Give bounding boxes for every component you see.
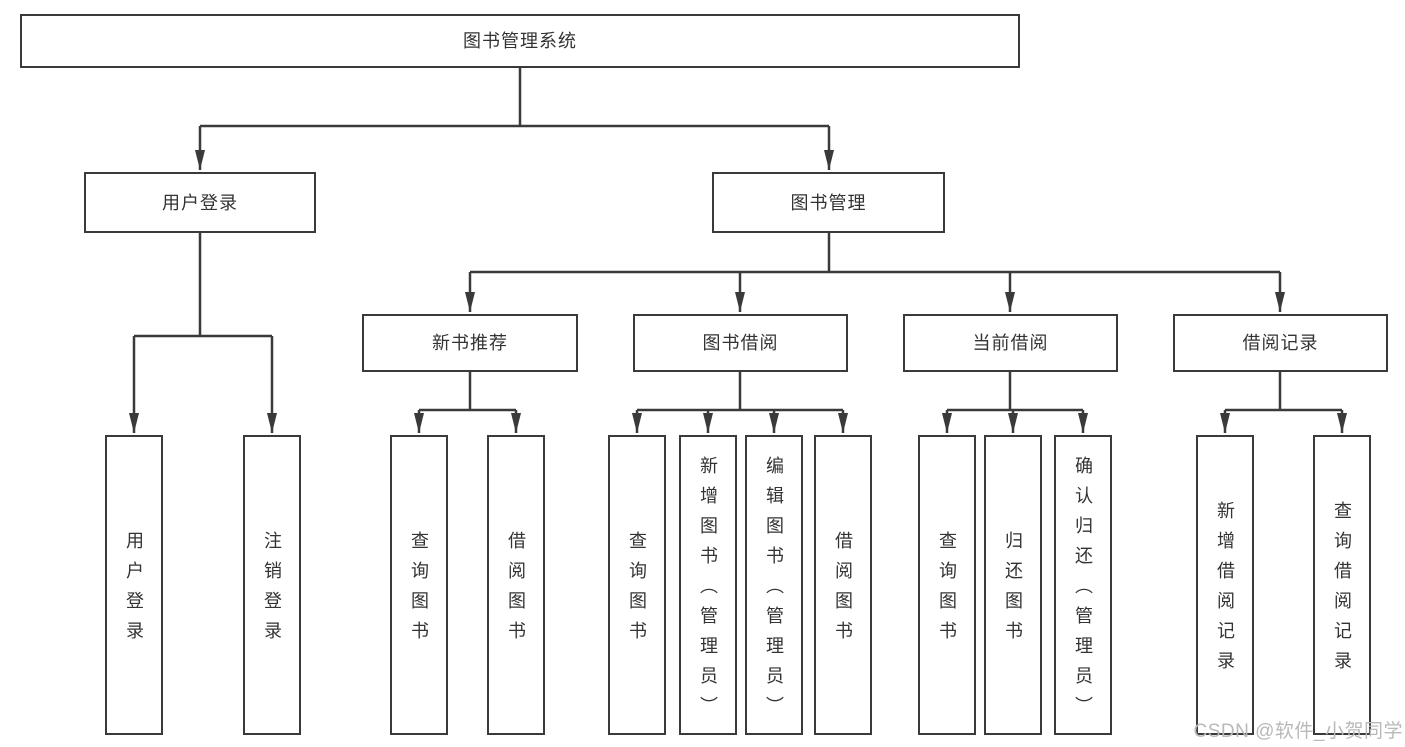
node-label: 查询图书 [937, 531, 957, 651]
node-label: 编辑图书（管理员） [764, 456, 784, 726]
node-library-management-system: 图书管理系统 [20, 14, 1020, 68]
node-label: 用户登录 [124, 531, 144, 651]
leaf-logout: 注销登录 [243, 435, 301, 735]
node-label: 查询借阅记录 [1332, 501, 1352, 681]
node-label: 注销登录 [262, 531, 282, 651]
leaf-query-books-current: 查询图书 [918, 435, 976, 735]
leaf-add-books-admin: 新增图书（管理员） [679, 435, 737, 735]
node-label: 借阅记录 [1242, 333, 1319, 353]
leaf-edit-books-admin: 编辑图书（管理员） [745, 435, 803, 735]
node-label: 用户登录 [162, 192, 238, 213]
node-label: 新增借阅记录 [1215, 501, 1235, 681]
node-new-book-recommendation: 新书推荐 [362, 314, 578, 372]
node-label: 图书管理 [790, 192, 867, 213]
node-book-management: 图书管理 [712, 172, 945, 233]
leaf-query-books-recommendation: 查询图书 [390, 435, 448, 735]
leaf-user-login: 用户登录 [105, 435, 163, 735]
node-label: 借阅图书 [833, 531, 853, 651]
node-current-borrowing: 当前借阅 [903, 314, 1118, 372]
leaf-borrow-books: 借阅图书 [814, 435, 872, 735]
node-label: 当前借阅 [972, 333, 1049, 353]
node-label: 确认归还（管理员） [1073, 456, 1093, 726]
node-label: 借阅图书 [506, 531, 526, 651]
leaf-confirm-return-admin: 确认归还（管理员） [1054, 435, 1112, 735]
node-label: 归还图书 [1003, 531, 1023, 651]
node-label: 图书借阅 [702, 333, 779, 353]
node-label: 新增图书（管理员） [698, 456, 718, 726]
leaf-return-books: 归还图书 [984, 435, 1042, 735]
node-label: 查询图书 [409, 531, 429, 651]
leaf-add-borrow-record: 新增借阅记录 [1196, 435, 1254, 735]
node-borrowing-records: 借阅记录 [1173, 314, 1388, 372]
node-book-borrowing: 图书借阅 [633, 314, 848, 372]
leaf-borrow-books-recommendation: 借阅图书 [487, 435, 545, 735]
leaf-query-borrow-record: 查询借阅记录 [1313, 435, 1371, 735]
node-label: 图书管理系统 [463, 31, 577, 51]
node-label: 查询图书 [627, 531, 647, 651]
csdn-watermark: CSDN @软件_小贺同学 [1193, 721, 1403, 742]
leaf-query-books-borrowing: 查询图书 [608, 435, 666, 735]
node-user-login: 用户登录 [84, 172, 316, 233]
node-label: 新书推荐 [432, 333, 508, 353]
